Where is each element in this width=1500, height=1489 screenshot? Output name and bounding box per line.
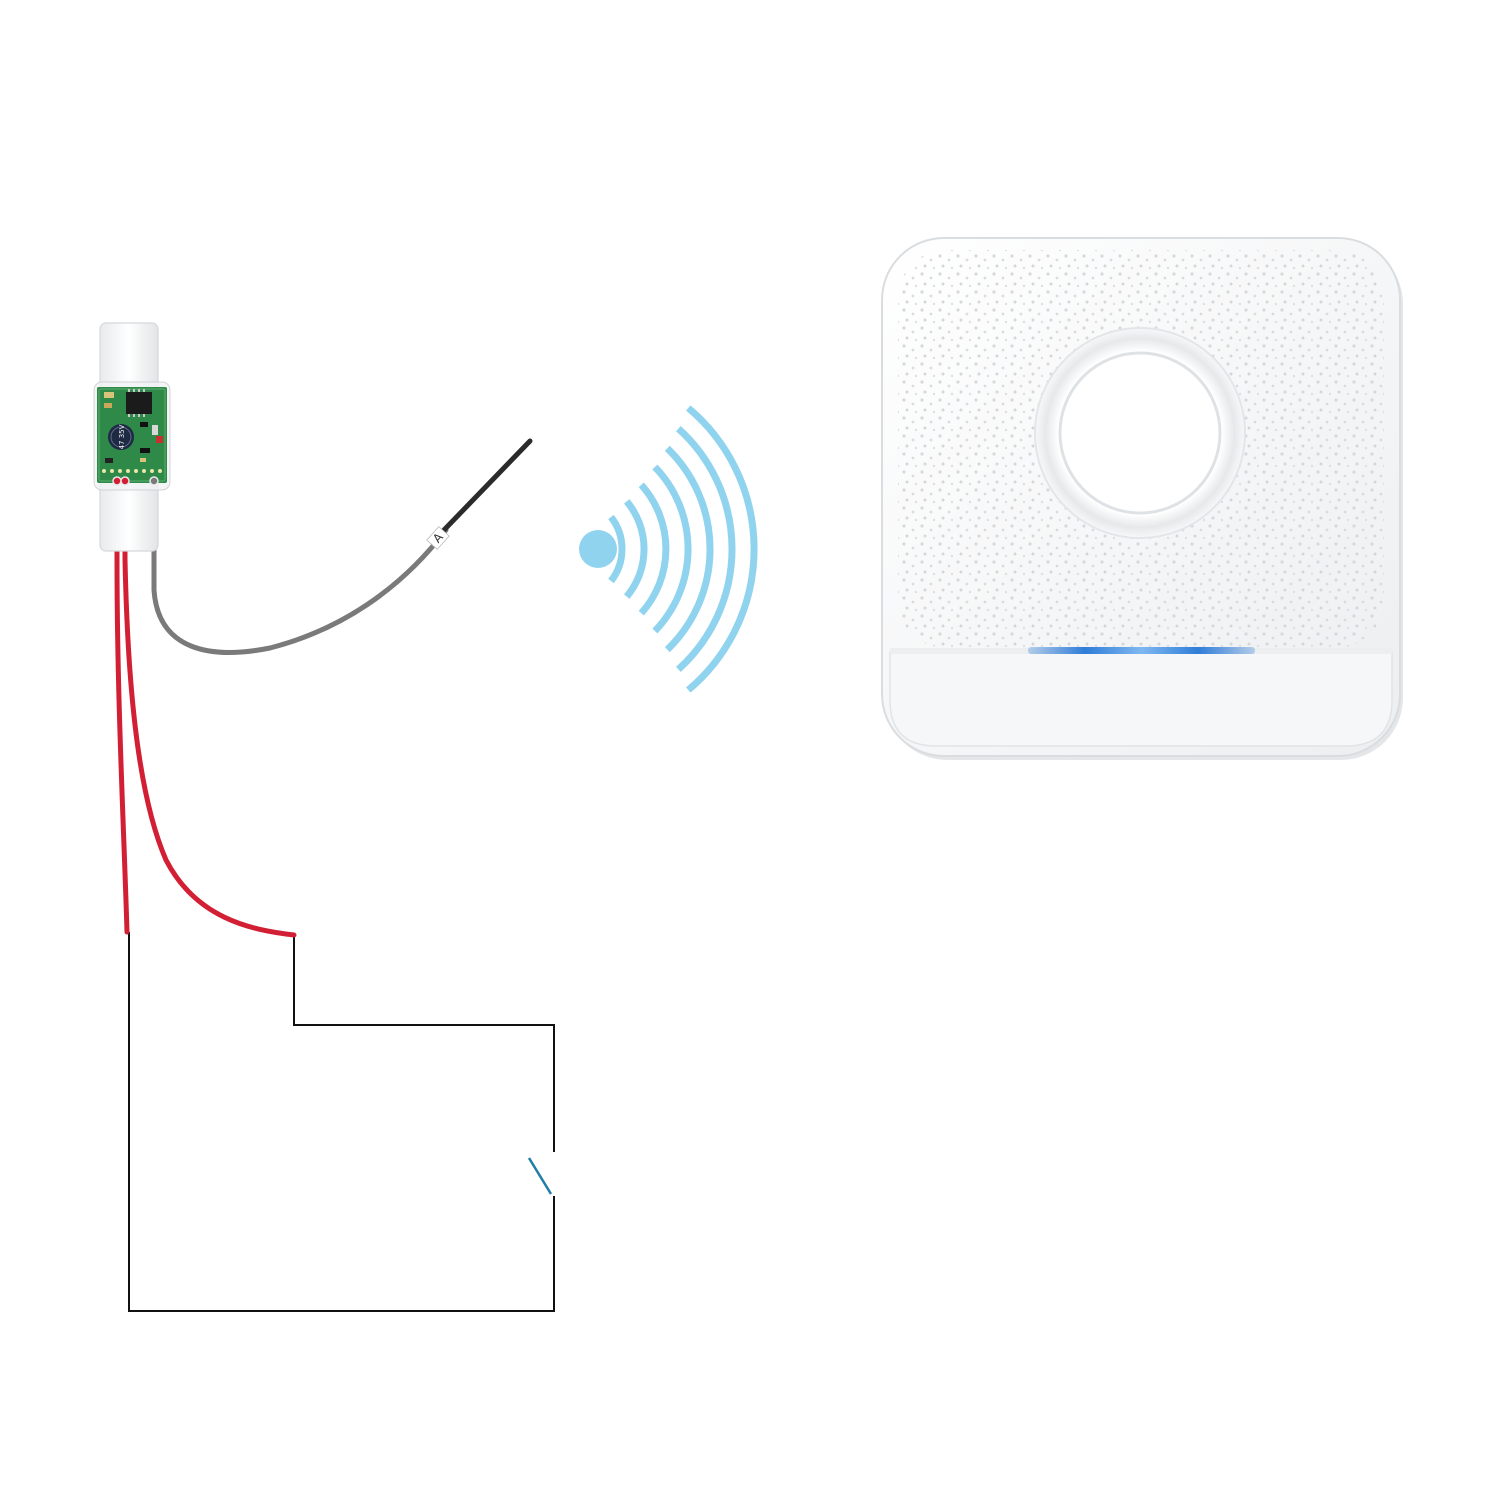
smd-components	[104, 392, 163, 463]
antenna-tag	[426, 526, 450, 550]
red-wire-right	[122, 481, 297, 938]
signal-arc	[664, 445, 714, 653]
red-wire-left	[114, 481, 130, 935]
ic-chip	[126, 392, 152, 414]
solder-pads	[112, 476, 159, 486]
switch-circuit	[128, 932, 555, 1312]
signal-arc	[638, 482, 670, 616]
signal-arc	[608, 514, 626, 584]
signal-arc	[652, 464, 692, 634]
capacitor-marking: 47 35V	[118, 424, 126, 449]
capacitor	[108, 424, 134, 450]
signal-arc	[623, 499, 648, 599]
signal-arc	[676, 426, 736, 672]
antenna-wire	[151, 483, 449, 655]
signal-arc	[686, 405, 758, 693]
receiver-button	[1058, 351, 1222, 515]
circuit-wire-right	[293, 935, 555, 1152]
receiver-bottom-panel	[889, 651, 1393, 747]
switch-icon	[527, 1157, 553, 1195]
antenna: A	[151, 438, 533, 655]
indicator-light	[1028, 647, 1255, 654]
antenna-tip	[441, 438, 533, 533]
doorbell-receiver	[881, 237, 1403, 760]
circuit-wire-left	[128, 932, 555, 1312]
signal-dot	[579, 530, 617, 568]
power-wires	[114, 481, 297, 938]
wireless-transmitter-module: 47 35V	[93, 322, 171, 552]
wireless-signal-icon	[579, 405, 758, 693]
